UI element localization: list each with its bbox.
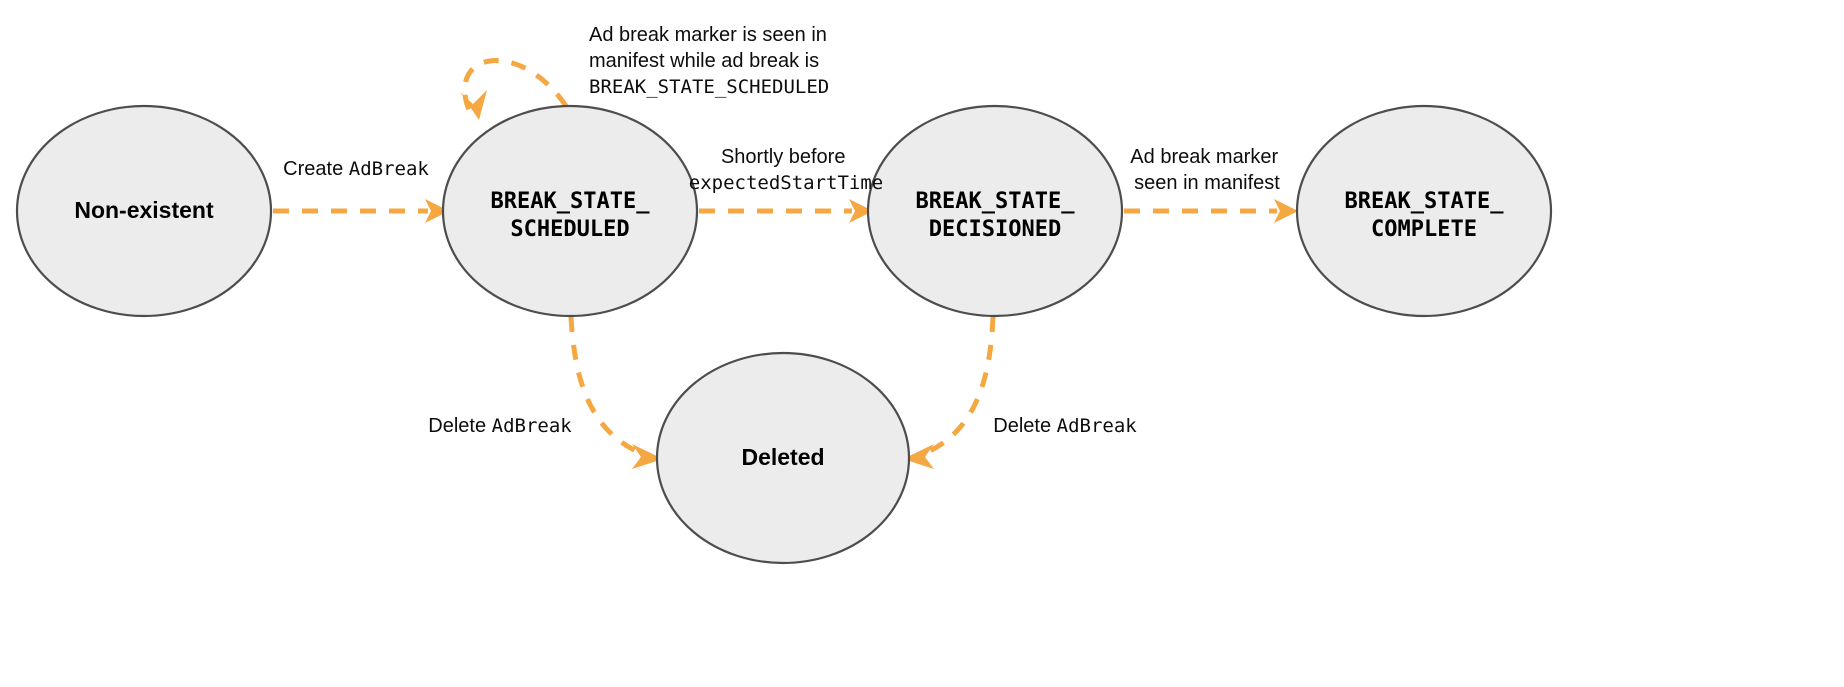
edge-label-self-loop-scheduled: Ad break marker is seen in manifest whil… [589, 24, 832, 98]
state-node-break-state-scheduled-shape[interactable] [441, 104, 699, 318]
state-node-break-state-decisioned-shape[interactable] [866, 104, 1124, 318]
state-node-non-existent-label: Non-existent [74, 197, 214, 223]
state-node-deleted-label: Deleted [741, 444, 824, 470]
edge-label-create-adbreak: Create AdBreak [283, 158, 429, 180]
edge-shortly-before [699, 199, 873, 223]
edge-delete-from-scheduled [568, 316, 663, 469]
edge-marker-seen-arrowhead [1274, 199, 1298, 223]
state-node-break-state-scheduled-label-line2: SCHEDULED [510, 217, 629, 242]
edge-label-marker-seen: Ad break marker seen in manifest [1130, 146, 1283, 194]
state-node-deleted[interactable]: Deleted [655, 351, 911, 565]
edge-marker-seen [1124, 199, 1298, 223]
edge-delete-from-scheduled-line [568, 316, 646, 458]
state-node-break-state-complete-shape[interactable] [1295, 104, 1553, 318]
edge-shortly-before-arrowhead [849, 199, 873, 223]
edge-create-adbreak [273, 199, 449, 223]
edge-delete-from-scheduled-arrowhead [632, 444, 663, 469]
edge-label-delete-from-scheduled: Delete AdBreak [428, 415, 572, 437]
edge-label-delete-from-decisioned: Delete AdBreak [993, 415, 1137, 437]
state-node-break-state-decisioned-label-line1: BREAK_STATE_ [916, 189, 1076, 214]
state-node-break-state-complete-label-line1: BREAK_STATE_ [1345, 189, 1505, 214]
state-node-break-state-decisioned[interactable]: BREAK_STATE_ DECISIONED [866, 104, 1124, 318]
edge-delete-from-decisioned [903, 316, 996, 469]
edge-self-loop-scheduled-arrowhead [460, 90, 487, 120]
state-node-break-state-complete-label-line2: COMPLETE [1371, 217, 1477, 242]
edge-create-adbreak-arrowhead [425, 199, 449, 223]
edge-label-shortly-before: Shortly before expectedStartTime [689, 146, 883, 194]
edge-delete-from-decisioned-line [920, 316, 996, 458]
state-node-break-state-complete[interactable]: BREAK_STATE_ COMPLETE [1295, 104, 1553, 318]
state-node-non-existent-shape[interactable] [15, 104, 273, 318]
state-node-deleted-shape[interactable] [655, 351, 911, 565]
state-node-break-state-decisioned-label-line2: DECISIONED [929, 217, 1061, 242]
edge-self-loop-scheduled [460, 58, 569, 120]
state-node-break-state-scheduled-label-line1: BREAK_STATE_ [491, 189, 651, 214]
state-node-non-existent[interactable]: Non-existent [15, 104, 273, 318]
edge-self-loop-scheduled-line [462, 58, 569, 111]
edge-delete-from-decisioned-arrowhead [903, 444, 934, 469]
state-node-break-state-scheduled[interactable]: BREAK_STATE_ SCHEDULED [441, 104, 699, 318]
